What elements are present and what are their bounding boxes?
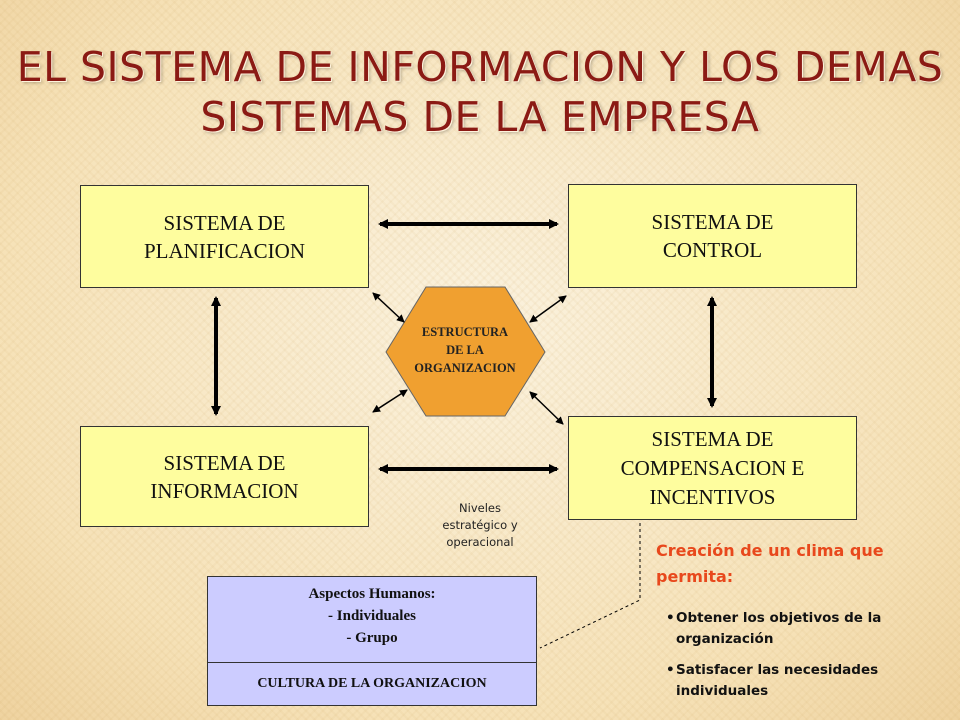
clima-heading-line-2: permita: [656,567,734,586]
clima-heading: Creación de un clima que permita: [656,538,946,590]
box-informacion: SISTEMA DE INFORMACION [80,426,369,527]
arrow-hex-informacion [372,389,408,413]
estructura-hexagon [385,286,546,417]
aspectos-humanos-content: Aspectos Humanos: - Individuales - Grupo [208,577,536,663]
hexagon-label-line-2: DE LA [446,343,484,357]
box-compensacion-line-3: INCENTIVOS [649,484,776,509]
slide-title: EL SISTEMA DE INFORMACION Y LOS DEMAS SI… [0,42,960,142]
arrow-hex-compensacion [529,391,564,425]
bullet-2-line-2: individuales [676,683,769,699]
dashed-connector [539,523,641,649]
niveles-line-1: Niveles [459,501,501,515]
humanos-line-3: - Grupo [346,630,398,646]
bullet-dot-icon: • [666,610,675,626]
title-line-1: EL SISTEMA DE INFORMACION Y LOS DEMAS [16,43,944,91]
humanos-line-2: - Individuales [328,608,416,624]
list-item: • Obtener los objetivos de la organizaci… [666,608,950,650]
aspectos-humanos-box: Aspectos Humanos: - Individuales - Grupo… [207,576,537,706]
niveles-line-2: estratégico y [442,518,518,532]
arrow-hex-control [529,295,567,323]
box-compensacion-line-2: COMPENSACION E [620,455,805,480]
arrow-hex-planificacion [372,292,405,323]
humanos-line-1: Aspectos Humanos: [308,586,436,602]
clima-heading-line-1: Creación de un clima que [656,541,884,560]
box-planificacion: SISTEMA DE PLANIFICACION [80,185,369,288]
box-control: SISTEMA DE CONTROL [568,184,857,288]
bullet-dot-icon: • [666,662,675,678]
hexagon-label-line-3: ORGANIZACION [414,361,516,375]
box-informacion-line-2: INFORMACION [150,478,299,503]
clima-bullet-list: • Obtener los objetivos de la organizaci… [666,608,950,712]
list-item: • Satisfacer las necesidades individuale… [666,660,950,702]
box-informacion-line-1: SISTEMA DE [163,450,286,475]
hexagon-label-line-1: ESTRUCTURA [421,325,509,339]
bullet-2-line-1: Satisfacer las necesidades [676,662,879,678]
niveles-note: Niveles estratégico y operacional [410,500,550,551]
box-control-line-1: SISTEMA DE [651,210,774,234]
box-compensacion-line-1: SISTEMA DE [651,426,774,451]
hexagon-label: ESTRUCTURA DE LA ORGANIZACION [385,323,545,377]
title-line-2: SISTEMAS DE LA EMPRESA [200,93,760,141]
box-compensacion: SISTEMA DE COMPENSACION E INCENTIVOS [568,416,857,520]
niveles-line-3: operacional [446,535,514,549]
bullet-1-line-2: organización [676,631,774,647]
box-planificacion-line-1: SISTEMA DE [163,210,286,235]
cultura-organizacion-label: CULTURA DE LA ORGANIZACION [257,676,487,691]
box-control-line-2: CONTROL [662,238,763,262]
box-planificacion-line-2: PLANIFICACION [143,238,305,263]
bullet-1-line-1: Obtener los objetivos de la [676,610,882,626]
